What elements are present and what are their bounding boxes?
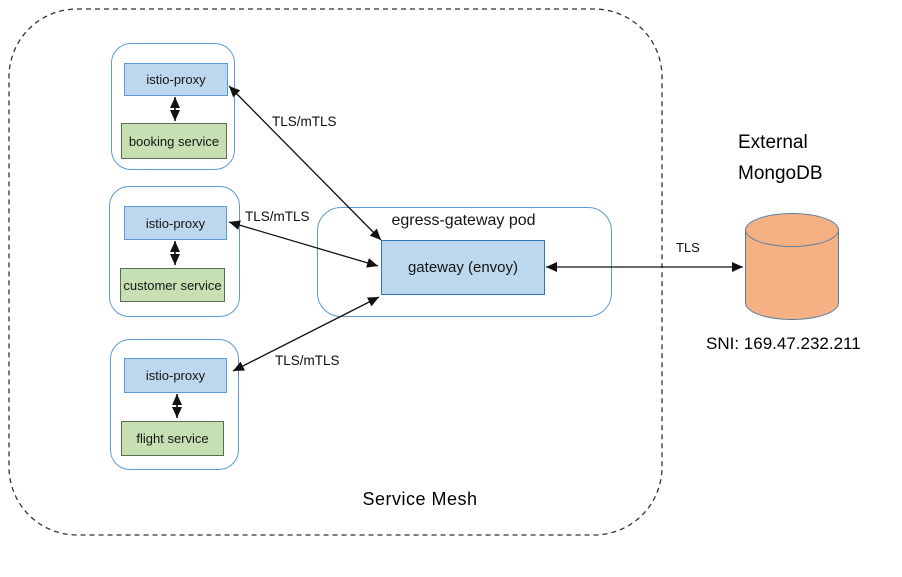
egress-gateway-pod-title: egress-gateway pod <box>391 212 536 229</box>
edge-label-tls: TLS <box>676 240 700 255</box>
edge-label-tls-mtls-3: TLS/mTLS <box>275 353 340 368</box>
database-cylinder-icon <box>745 213 839 320</box>
gateway-envoy-box: gateway (envoy) <box>381 240 545 295</box>
customer-service-box: customer service <box>120 268 225 302</box>
sni-address-label: SNI: 169.47.232.211 <box>706 334 861 353</box>
edge-label-tls-mtls-2: TLS/mTLS <box>245 209 310 224</box>
external-mongodb-title: External MongoDB <box>738 132 823 184</box>
flight-service-box: flight service <box>121 421 224 456</box>
service-mesh-label: Service Mesh <box>362 489 478 509</box>
booking-service-box: booking service <box>121 123 227 159</box>
istio-proxy-box-2: istio-proxy <box>124 206 227 240</box>
istio-proxy-box-1: istio-proxy <box>124 63 228 96</box>
istio-proxy-box-3: istio-proxy <box>124 358 227 393</box>
database-cylinder-top <box>745 213 839 247</box>
edge-label-tls-mtls-1: TLS/mTLS <box>272 114 337 129</box>
